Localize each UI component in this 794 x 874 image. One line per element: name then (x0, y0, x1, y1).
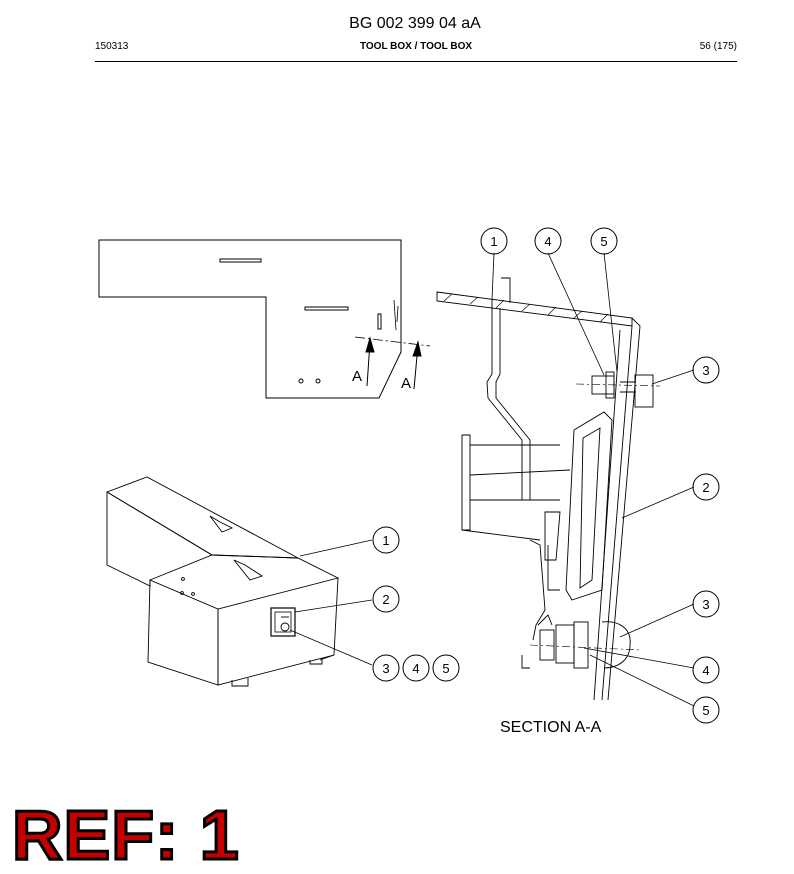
svg-text:4: 4 (544, 234, 551, 249)
section-callout-right-3b: 3 (692, 590, 720, 618)
svg-text:3: 3 (702, 597, 709, 612)
iso-callout-1: 1 (372, 526, 400, 554)
iso-callout-3: 3 (372, 654, 400, 682)
page-title: TOOL BOX / TOOL BOX (359, 41, 473, 52)
iso-callout-2: 2 (372, 585, 400, 613)
iso-callout-4: 4 (402, 654, 430, 682)
top-view: A A (98, 239, 431, 399)
section-callout-right-2: 2 (692, 473, 720, 501)
header-divider (95, 61, 737, 62)
svg-text:5: 5 (600, 234, 607, 249)
svg-text:3: 3 (382, 661, 389, 676)
iso-callout-5: 5 (432, 654, 460, 682)
document-number: BG 002 399 04 aA (349, 15, 481, 32)
section-callout-top-4: 4 (534, 227, 562, 255)
svg-text:1: 1 (382, 533, 389, 548)
svg-text:2: 2 (382, 592, 389, 607)
section-callout-right-3a: 3 (692, 356, 720, 384)
svg-text:5: 5 (702, 703, 709, 718)
section-callout-right-5: 5 (692, 696, 720, 724)
ref-label: REF: 1 (11, 796, 241, 874)
svg-text:5: 5 (442, 661, 449, 676)
section-callout-top-1: 1 (480, 227, 508, 255)
section-caption: SECTION A-A (500, 719, 602, 736)
section-mark-left: A (352, 368, 362, 385)
section-callout-right-4: 4 (692, 656, 720, 684)
svg-text:2: 2 (702, 480, 709, 495)
page-number: 56 (175) (699, 41, 737, 52)
header-row: 150313 TOOL BOX / TOOL BOX 56 (175) (95, 41, 737, 55)
section-mark-right: A (401, 375, 411, 392)
document-date: 150313 (95, 41, 129, 52)
svg-text:4: 4 (702, 663, 709, 678)
svg-text:4: 4 (412, 661, 419, 676)
svg-text:1: 1 (490, 234, 497, 249)
section-callout-top-5: 5 (590, 227, 618, 255)
isometric-view (105, 476, 373, 687)
section-view (436, 252, 695, 707)
svg-text:3: 3 (702, 363, 709, 378)
